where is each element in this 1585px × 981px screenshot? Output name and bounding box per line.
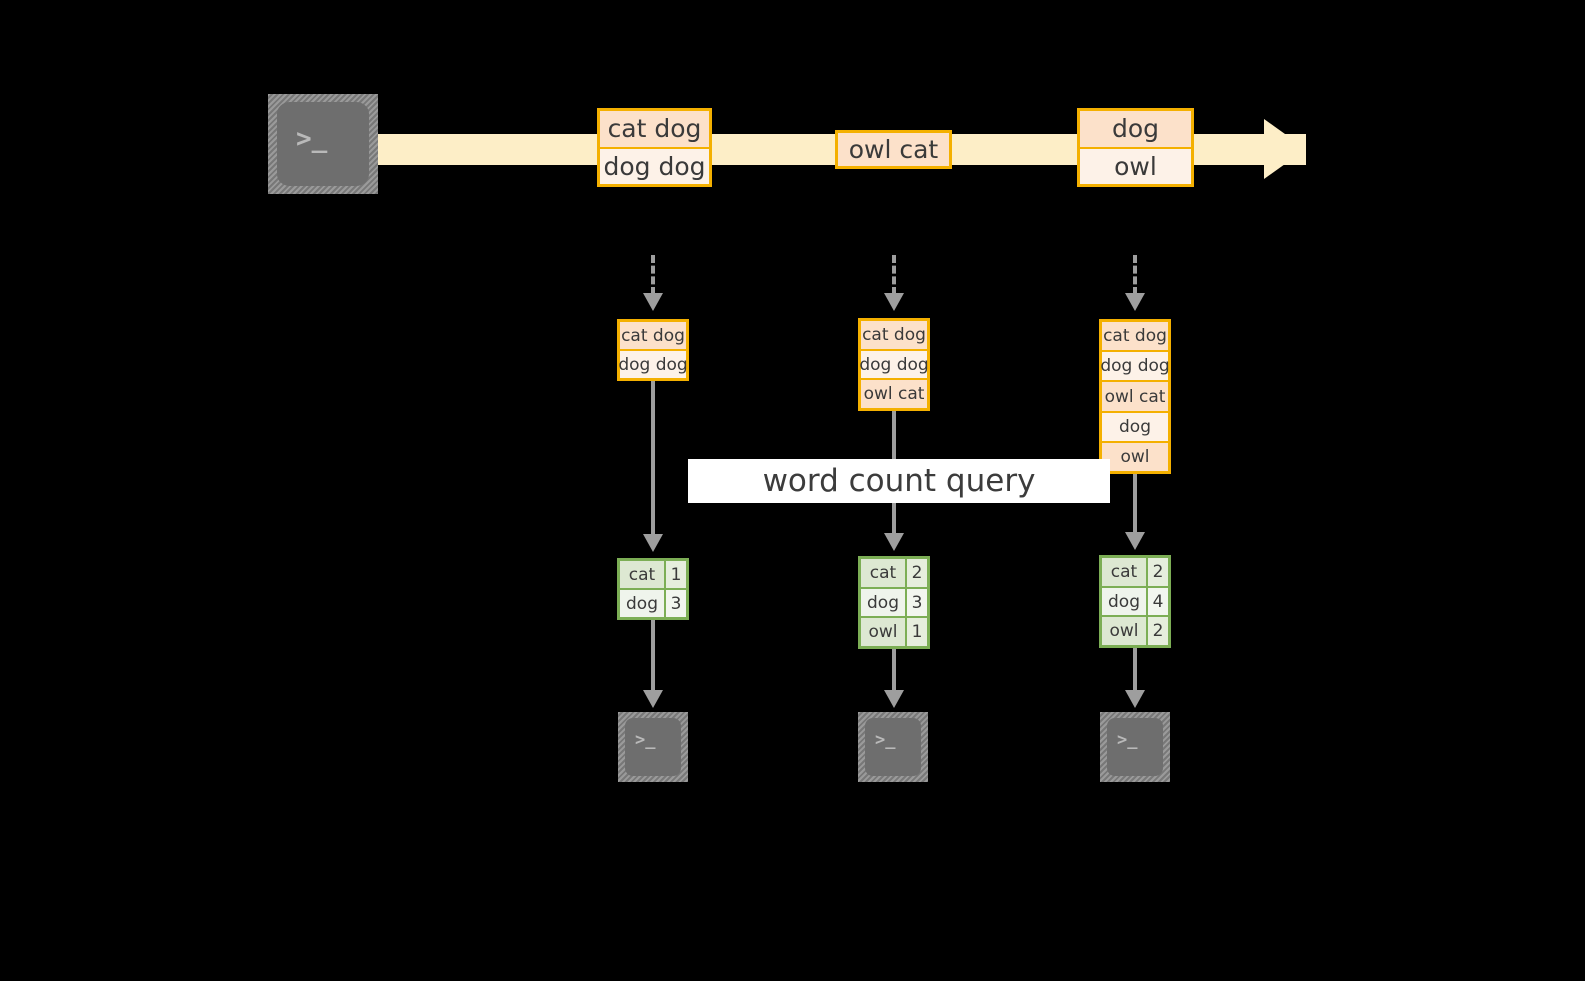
result-count: 1 xyxy=(666,561,686,588)
snapshot-3-window-line-4: dog xyxy=(1102,410,1168,441)
result-count: 4 xyxy=(1148,587,1168,616)
table-row: dog 3 xyxy=(861,586,927,617)
result-word: dog xyxy=(1102,587,1148,616)
snapshot-1-sink-arrowhead xyxy=(643,690,663,708)
result-word: dog xyxy=(620,590,666,617)
snapshot-1-window[interactable]: cat dog dog dog xyxy=(617,319,689,381)
terminal-screen xyxy=(865,718,921,776)
result-count: 1 xyxy=(907,618,927,647)
snapshot-2-window-line-3: owl cat xyxy=(861,378,927,409)
table-row: dog 3 xyxy=(620,588,686,617)
terminal-prompt-glyph: >_ xyxy=(635,730,656,750)
terminal-screen xyxy=(625,718,681,776)
result-count: 2 xyxy=(907,559,927,587)
result-count: 3 xyxy=(907,588,927,617)
snapshot-1-window-line-2: dog dog xyxy=(618,349,688,378)
result-word: owl xyxy=(1102,617,1148,646)
snapshot-1-trigger-arrowhead xyxy=(643,293,663,311)
result-count: 2 xyxy=(1148,558,1168,586)
stream-event-3[interactable]: dog owl xyxy=(1077,108,1194,187)
snapshot-1-window-line-1: cat dog xyxy=(620,322,686,349)
result-word: dog xyxy=(861,588,907,617)
snapshot-3-sink-arrowhead xyxy=(1125,690,1145,708)
snapshot-3-window-line-2: dog dog xyxy=(1100,350,1170,381)
snapshot-3-query-arrowhead xyxy=(1125,532,1145,550)
stream-event-3-line-1: dog xyxy=(1080,111,1191,147)
snapshot-1-trigger-line xyxy=(651,255,655,295)
result-count: 2 xyxy=(1148,617,1168,646)
snapshot-2-sink-arrowhead xyxy=(884,690,904,708)
stream-event-3-line-2: owl xyxy=(1080,146,1191,184)
snapshot-2-result-table[interactable]: cat 2 dog 3 owl 1 xyxy=(858,556,930,649)
snapshot-2-window-line-1: cat dog xyxy=(861,321,927,349)
stream-event-2-line-1: owl cat xyxy=(838,133,949,166)
table-row: cat 2 xyxy=(861,559,927,587)
snapshot-3-window-line-1: cat dog xyxy=(1102,322,1168,351)
source-terminal-icon[interactable]: >_ xyxy=(268,94,378,194)
snapshot-2-window-line-2: dog dog xyxy=(859,348,929,379)
snapshot-3-window-line-3: owl cat xyxy=(1102,380,1168,411)
snapshot-2-query-arrowhead xyxy=(884,533,904,551)
snapshot-3-result-table[interactable]: cat 2 dog 4 owl 2 xyxy=(1099,555,1171,648)
result-word: cat xyxy=(861,559,907,587)
snapshot-1-query-line xyxy=(651,381,655,536)
terminal-prompt-glyph: >_ xyxy=(1117,730,1138,750)
table-row: cat 1 xyxy=(620,561,686,588)
terminal-screen xyxy=(1107,718,1163,776)
snapshot-1-result-table[interactable]: cat 1 dog 3 xyxy=(617,558,689,620)
snapshot-1-query-arrowhead xyxy=(643,534,663,552)
table-row: owl 2 xyxy=(1102,615,1168,646)
terminal-screen xyxy=(277,102,369,186)
table-row: cat 2 xyxy=(1102,558,1168,586)
snapshot-3-trigger-arrowhead xyxy=(1125,293,1145,311)
stream-event-1-line-2: dog dog xyxy=(600,146,709,184)
snapshot-2-window[interactable]: cat dog dog dog owl cat xyxy=(858,318,930,411)
result-word: cat xyxy=(620,561,666,588)
result-count: 3 xyxy=(666,590,686,617)
stream-event-2[interactable]: owl cat xyxy=(835,130,952,169)
snapshot-1-sink-terminal-icon[interactable]: >_ xyxy=(618,712,688,782)
result-word: cat xyxy=(1102,558,1148,586)
result-word: owl xyxy=(861,618,907,647)
snapshot-3-sink-terminal-icon[interactable]: >_ xyxy=(1100,712,1170,782)
snapshot-3-window-line-5: owl xyxy=(1102,440,1168,472)
snapshot-2-sink-terminal-icon[interactable]: >_ xyxy=(858,712,928,782)
terminal-prompt-glyph: >_ xyxy=(296,124,328,154)
snapshot-3-trigger-line xyxy=(1133,255,1137,295)
table-row: owl 1 xyxy=(861,616,927,647)
stream-event-1-line-1: cat dog xyxy=(600,111,709,147)
table-row: dog 4 xyxy=(1102,585,1168,616)
snapshot-2-trigger-arrowhead xyxy=(884,293,904,311)
snapshot-3-sink-line xyxy=(1133,648,1137,692)
snapshot-3-window[interactable]: cat dog dog dog owl cat dog owl xyxy=(1099,319,1171,474)
query-label-text: word count query xyxy=(762,463,1036,499)
snapshot-2-sink-line xyxy=(892,649,896,692)
snapshot-1-sink-line xyxy=(651,620,655,692)
query-label: word count query xyxy=(688,459,1110,503)
stream-arrow-head xyxy=(1264,119,1306,179)
stream-event-1[interactable]: cat dog dog dog xyxy=(597,108,712,187)
snapshot-2-trigger-line xyxy=(892,255,896,295)
terminal-prompt-glyph: >_ xyxy=(875,730,896,750)
snapshot-3-query-line xyxy=(1133,474,1137,534)
